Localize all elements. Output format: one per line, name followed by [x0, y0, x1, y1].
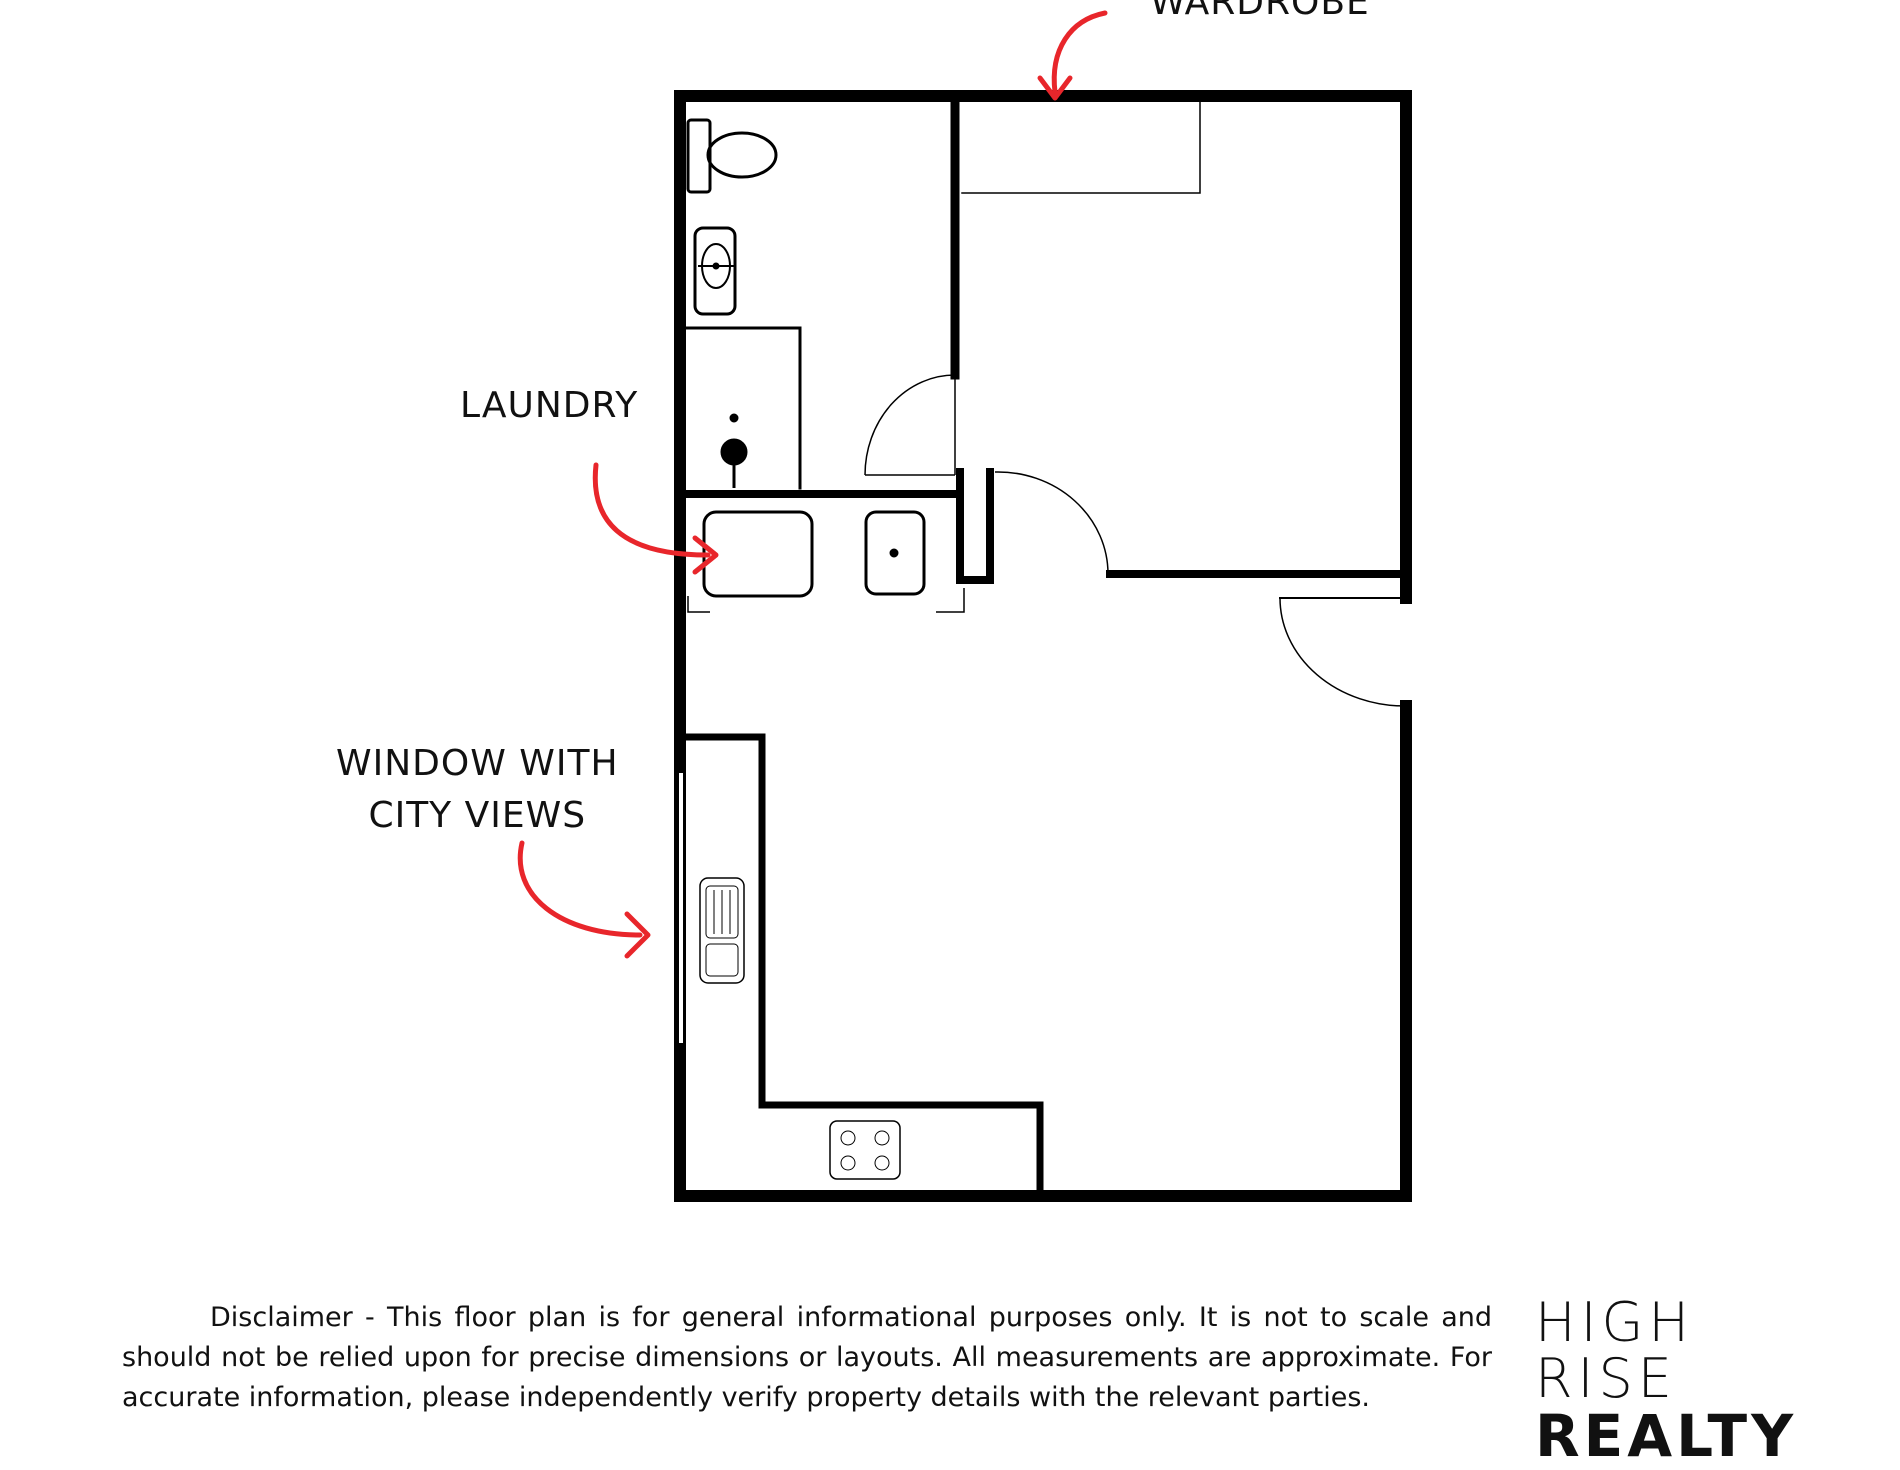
- sink-bowl: [705, 943, 739, 977]
- burner-2: [874, 1130, 890, 1146]
- laundry-arrow: [592, 462, 711, 558]
- laundry-counter-left: [687, 596, 710, 613]
- living-door-swing: [994, 471, 1109, 575]
- window-label: WINDOW WITH CITY VIEWS: [336, 738, 619, 842]
- burner-1: [840, 1130, 856, 1146]
- window-arrowhead: [624, 911, 651, 959]
- toilet-cistern: [686, 118, 712, 194]
- laundry-tub: [702, 510, 814, 598]
- basin-drain: [712, 262, 720, 270]
- window-arrow: [517, 840, 643, 938]
- entry-door-swing: [1279, 597, 1407, 707]
- cooktop: [829, 1120, 901, 1180]
- wardrobe-outline: [961, 101, 1201, 194]
- laundry-counter-right: [936, 588, 965, 613]
- laundry-arrowhead: [692, 535, 719, 575]
- kitchen-bench: [682, 733, 1044, 1194]
- kitchen-sink: [699, 877, 745, 984]
- fixtures: [686, 118, 965, 1180]
- bedroom-door-swing: [864, 374, 956, 476]
- washer-dot: [889, 548, 899, 558]
- wardrobe-arrowhead: [1037, 75, 1073, 101]
- laundry-label: LAUNDRY: [460, 385, 639, 426]
- logo-line-1: HIGH: [1535, 1291, 1694, 1354]
- high-rise-realty-logo: HIGH RISE REALTY: [1535, 1291, 1798, 1470]
- floor-plan: [517, 10, 1412, 1202]
- window-label-line1: WINDOW WITH: [336, 743, 619, 784]
- logo-line-3: REALTY: [1535, 1402, 1798, 1470]
- basin: [693, 226, 737, 316]
- wardrobe-arrow: [1051, 10, 1108, 95]
- walls: [674, 90, 1412, 1202]
- disclaimer-text: Disclaimer - This floor plan is for gene…: [122, 1302, 1492, 1413]
- toilet-bowl: [706, 131, 778, 179]
- window-label-line2: CITY VIEWS: [368, 795, 587, 836]
- burner-4: [874, 1155, 890, 1171]
- annotation-arrows: [517, 10, 1108, 959]
- logo-line-2: RISE: [1535, 1347, 1677, 1410]
- closet-stub: [956, 468, 994, 584]
- wardrobe-label: WARDROBE: [1150, 0, 1370, 23]
- window: [677, 771, 685, 1045]
- burner-3: [840, 1155, 856, 1171]
- doors: [864, 374, 1407, 707]
- washing-machine: [864, 510, 926, 596]
- shower-head: [729, 413, 739, 423]
- sink-drainer: [705, 885, 739, 939]
- laundry-cabinet: [684, 326, 802, 490]
